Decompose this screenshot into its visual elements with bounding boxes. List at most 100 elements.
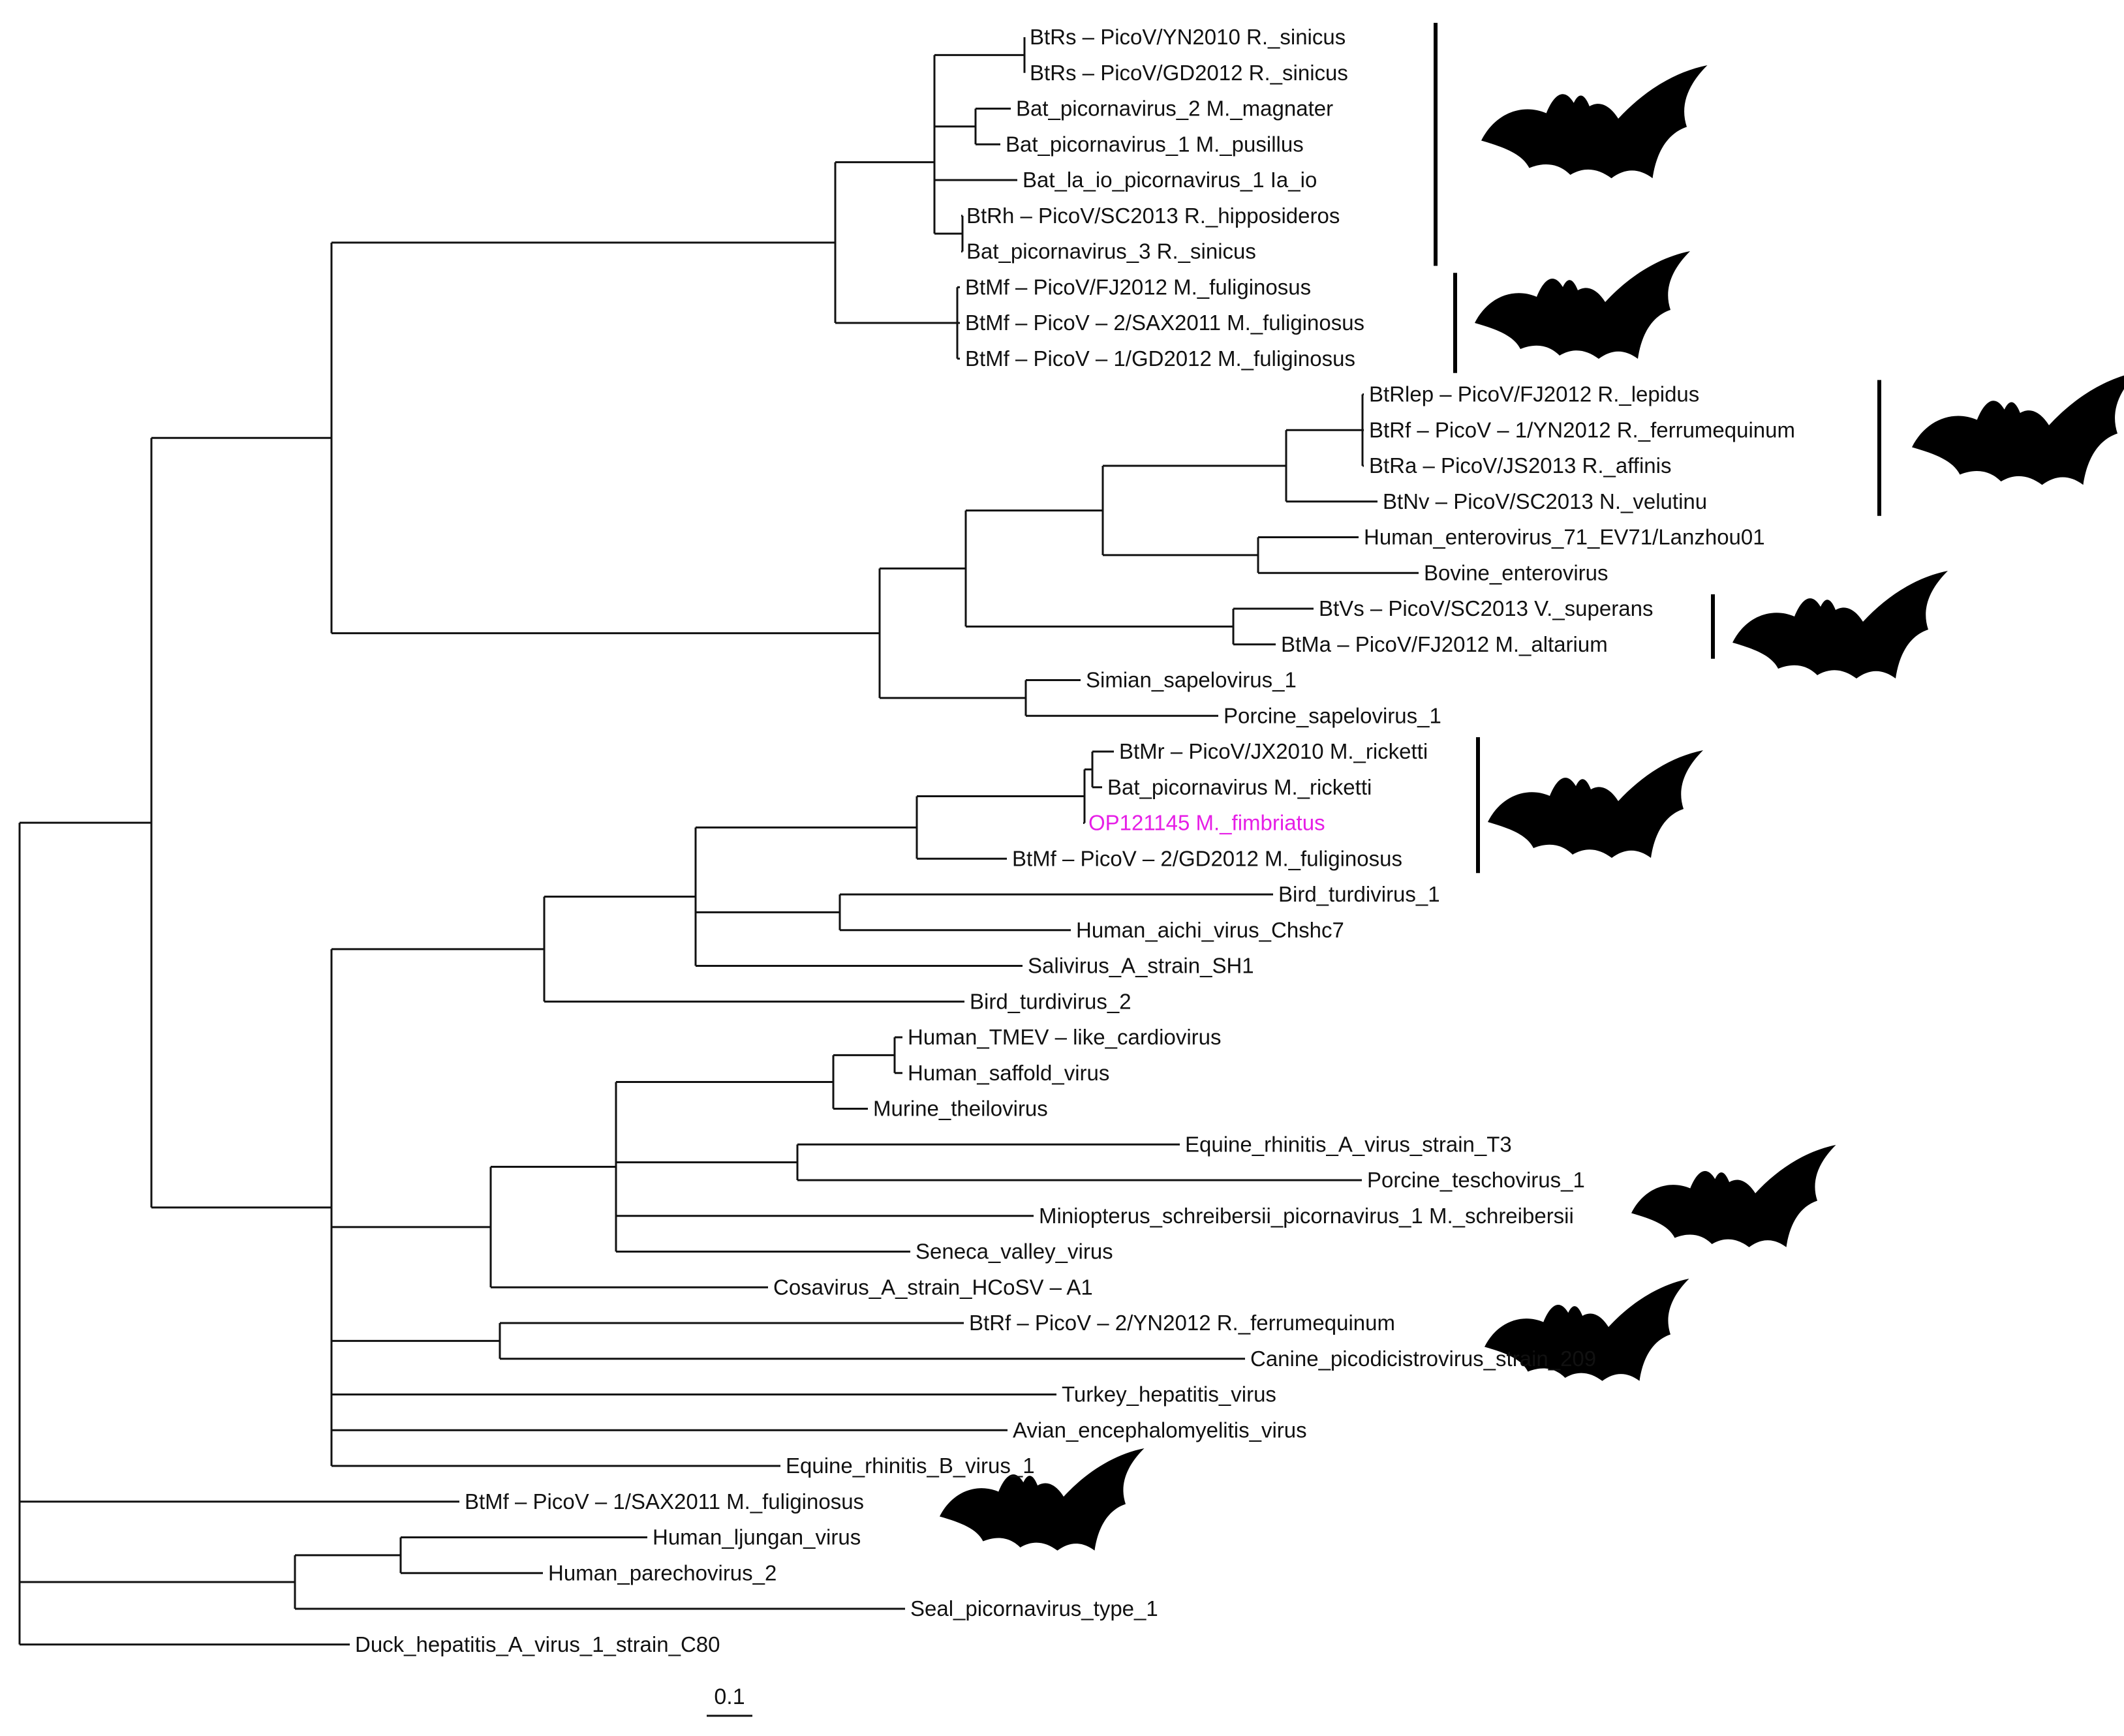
virus-name: BtMa – PicoV/FJ2012 — [1281, 632, 1489, 656]
bat-icon — [1488, 750, 1703, 858]
virus-name: Bat_picornavirus_1 — [1006, 132, 1190, 156]
virus-name: BtNv – PicoV/SC2013 — [1383, 489, 1593, 513]
tree-branches — [18, 37, 1419, 1646]
host-species: M._schreibersii — [1423, 1204, 1574, 1228]
host-species: M._magnater — [1201, 97, 1334, 121]
leaf-label-l41: Equine_rhinitis_B_virus_1 — [786, 1454, 1035, 1478]
leaf-label-l8: BtMf – PicoV/FJ2012 M._fuliginosus — [965, 275, 1311, 299]
bat-icon — [940, 1448, 1145, 1551]
virus-name: Simian_sapelovirus_1 — [1086, 668, 1297, 692]
host-species: R._sinicus — [1243, 61, 1348, 85]
leaf-label-l42: BtMf – PicoV – 1/SAX2011 M._fuliginosus — [465, 1489, 864, 1514]
host-species: M._altarium — [1489, 632, 1608, 656]
leaf-label-l3: Bat_picornavirus_2 M._magnater — [1016, 97, 1333, 121]
leaf-label-l28: Bird_turdivirus_2 — [970, 989, 1131, 1013]
leaf-label-l32: Equine_rhinitis_A_virus_strain_T3 — [1185, 1132, 1512, 1156]
virus-name: BtRs – PicoV/YN2010 — [1030, 25, 1240, 49]
virus-name: Human_saffold_virus — [908, 1061, 1109, 1085]
host-species: R._ferrumequinum — [1211, 1311, 1395, 1335]
virus-name: BtRh – PicoV/SC2013 — [966, 204, 1178, 228]
virus-name: Human_ljungan_virus — [653, 1525, 861, 1549]
virus-name: Porcine_sapelovirus_1 — [1224, 703, 1441, 727]
scale-bar: 0.1 — [707, 1684, 752, 1717]
leaf-label-l10: BtMf – PicoV – 1/GD2012 M._fuliginosus — [965, 346, 1355, 371]
leaf-label-l13: BtRa – PicoV/JS2013 R._affinis — [1369, 453, 1672, 478]
leaf-label-l45: Seal_picornavirus_type_1 — [910, 1596, 1158, 1621]
leaf-label-l34: Miniopterus_schreibersii_picornavirus_1 … — [1039, 1204, 1574, 1228]
bat-clade-bars — [1434, 23, 1881, 874]
virus-name: Human_TMEV – like_cardiovirus — [908, 1025, 1222, 1049]
leaf-label-l26: Human_aichi_virus_Chshc7 — [1076, 918, 1344, 942]
virus-name: Bovine_enterovirus — [1424, 560, 1608, 585]
bat-icon — [1481, 65, 1708, 179]
virus-name: Equine_rhinitis_B_virus_1 — [786, 1454, 1035, 1478]
virus-name: Duck_hepatitis_A_virus_1_strain_C80 — [355, 1632, 720, 1656]
virus-name: BtRlep – PicoV/FJ2012 — [1369, 382, 1592, 406]
host-species: R._sinicus — [1240, 25, 1346, 49]
bat-silhouette-4 — [1732, 571, 1948, 678]
virus-name: Bat_la_io_picornavirus_1 — [1023, 168, 1265, 192]
virus-name: BtMf – PicoV – 2/SAX2011 — [965, 311, 1221, 335]
virus-name: Salivirus_A_strain_SH1 — [1028, 954, 1254, 978]
leaf-label-l1: BtRs – PicoV/YN2010 R._sinicus — [1030, 25, 1346, 49]
virus-name: BtRf – PicoV – 1/YN2012 — [1369, 418, 1611, 442]
virus-name: Human_parechovirus_2 — [548, 1561, 777, 1585]
bat-silhouettes — [940, 65, 2124, 1551]
host-species: R._hipposideros — [1178, 204, 1340, 228]
leaf-label-l11: BtRlep – PicoV/FJ2012 R._lepidus — [1369, 382, 1699, 406]
virus-name: Equine_rhinitis_A_virus_strain_T3 — [1185, 1132, 1512, 1156]
leaf-label-l40: Avian_encephalomyelitis_virus — [1013, 1418, 1307, 1442]
virus-name: BtMf – PicoV – 2/GD2012 — [1012, 846, 1259, 870]
bat-silhouette-7 — [1485, 1279, 1689, 1381]
virus-name: Porcine_teschovirus_1 — [1367, 1168, 1585, 1192]
virus-name: Miniopterus_schreibersii_picornavirus_1 — [1039, 1204, 1423, 1228]
host-species: M._fimbriatus — [1190, 811, 1325, 835]
host-species: M._fuliginosus — [1167, 275, 1311, 299]
bat-icon — [1485, 1279, 1689, 1381]
host-species: N._velutinu — [1593, 489, 1707, 513]
virus-name: BtRa – PicoV/JS2013 — [1369, 453, 1576, 478]
host-species: Ia_io — [1265, 168, 1317, 192]
virus-name: Seal_picornavirus_type_1 — [910, 1596, 1158, 1621]
leaf-label-l18: BtMa – PicoV/FJ2012 M._altarium — [1281, 632, 1608, 656]
leaf-label-l31: Murine_theilovirus — [873, 1097, 1048, 1121]
virus-name: BtMf – PicoV/FJ2012 — [965, 275, 1167, 299]
host-species: M._ricketti — [1268, 775, 1372, 799]
leaf-label-l12: BtRf – PicoV – 1/YN2012 R._ferrumequinum — [1369, 418, 1795, 442]
virus-name: Turkey_hepatitis_virus — [1062, 1382, 1276, 1407]
bat-silhouette-6 — [1631, 1145, 1836, 1247]
leaf-label-l9: BtMf – PicoV – 2/SAX2011 M._fuliginosus — [965, 311, 1364, 335]
virus-name: BtRs – PicoV/GD2012 — [1030, 61, 1243, 85]
leaf-label-l25: Bird_turdivirus_1 — [1278, 882, 1440, 906]
bat-silhouette-1 — [1481, 65, 1708, 179]
host-species: M._ricketti — [1324, 739, 1428, 763]
host-species: R._sinicus — [1151, 239, 1256, 264]
leaf-label-l22: Bat_picornavirus M._ricketti — [1107, 775, 1372, 799]
leaf-label-l43: Human_ljungan_virus — [653, 1525, 861, 1549]
host-species: V._superans — [1528, 596, 1653, 620]
bat-silhouette-2 — [1475, 251, 1690, 359]
bat-icon — [1912, 375, 2124, 485]
leaf-label-l23: OP121145 M._fimbriatus — [1088, 811, 1325, 835]
host-species: R._lepidus — [1592, 382, 1699, 406]
leaf-label-l14: BtNv – PicoV/SC2013 N._velutinu — [1383, 489, 1707, 513]
virus-name: BtMr – PicoV/JX2010 — [1119, 739, 1324, 763]
leaf-label-l37: BtRf – PicoV – 2/YN2012 R._ferrumequinum — [969, 1311, 1395, 1335]
virus-name: BtMf – PicoV – 1/GD2012 — [965, 346, 1212, 371]
leaf-label-l39: Turkey_hepatitis_virus — [1062, 1382, 1276, 1407]
leaf-label-l29: Human_TMEV – like_cardiovirus — [908, 1025, 1222, 1049]
leaf-label-l4: Bat_picornavirus_1 M._pusillus — [1006, 132, 1304, 156]
virus-name: Bat_picornavirus_3 — [966, 239, 1151, 264]
host-species: M._fuliginosus — [1212, 346, 1355, 371]
virus-name: Human_aichi_virus_Chshc7 — [1076, 918, 1344, 942]
leaf-label-l24: BtMf – PicoV – 2/GD2012 M._fuliginosus — [1012, 846, 1402, 870]
leaf-label-l35: Seneca_valley_virus — [916, 1240, 1113, 1264]
leaf-label-l6: BtRh – PicoV/SC2013 R._hipposideros — [966, 204, 1340, 228]
virus-name: Avian_encephalomyelitis_virus — [1013, 1418, 1307, 1442]
virus-name: BtRf – PicoV – 2/YN2012 — [969, 1311, 1211, 1335]
leaf-label-l20: Porcine_sapelovirus_1 — [1224, 703, 1441, 727]
leaf-label-l46: Duck_hepatitis_A_virus_1_strain_C80 — [355, 1632, 720, 1656]
bat-icon — [1732, 571, 1948, 678]
virus-name: Bat_picornavirus_2 — [1016, 97, 1201, 121]
